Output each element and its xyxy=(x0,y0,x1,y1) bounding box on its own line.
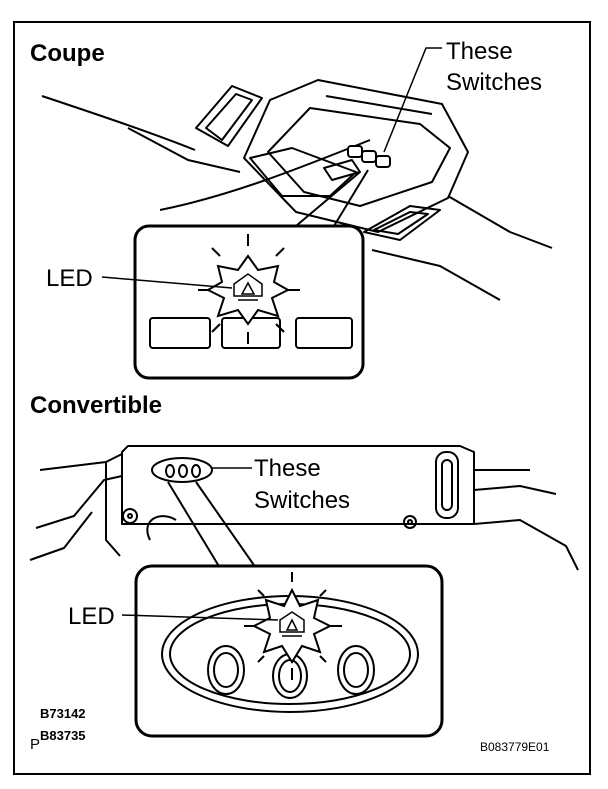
coupe-title: Coupe xyxy=(30,40,105,67)
figure-id: B083779E01 xyxy=(480,740,550,754)
switch-icon xyxy=(347,145,363,158)
coupe-led-label: LED xyxy=(46,265,93,292)
coupe-switches-leader xyxy=(383,47,442,153)
convertible-zoom-lines xyxy=(167,481,257,569)
coupe-led-leader xyxy=(101,276,233,289)
house-triangle-icon xyxy=(233,273,263,301)
figure-code-p: P xyxy=(30,736,41,753)
figure-code-2: B83735 xyxy=(40,728,86,743)
convertible-led-label: LED xyxy=(68,603,115,630)
led-star-icon xyxy=(198,234,300,344)
switch-icon xyxy=(361,150,377,163)
switch-icon xyxy=(178,464,188,478)
coupe-switches xyxy=(347,145,391,168)
house-triangle-icon xyxy=(279,611,305,637)
switch-icon xyxy=(221,317,281,349)
switch-icon xyxy=(191,464,201,478)
coupe-callout-line2: Switches xyxy=(446,69,543,96)
coupe-inset-buttons xyxy=(149,317,353,349)
coupe-callout-line1: These xyxy=(446,38,513,65)
convertible-led-leader xyxy=(121,614,279,621)
switch-icon xyxy=(149,317,211,349)
coupe-illustration xyxy=(41,79,553,301)
convertible-callout-line2: Switches xyxy=(254,487,351,514)
switch-icon xyxy=(295,317,353,349)
led-star-icon xyxy=(244,572,342,680)
convertible-callout-line1: These xyxy=(254,455,321,482)
convertible-illustration xyxy=(29,445,579,571)
switch-icon xyxy=(165,464,175,478)
convertible-title: Convertible xyxy=(30,392,163,419)
convertible-switches xyxy=(151,457,213,483)
figure-code-1: B73142 xyxy=(40,706,86,721)
coupe-zoom-lines xyxy=(295,169,369,227)
switch-icon xyxy=(375,155,391,168)
